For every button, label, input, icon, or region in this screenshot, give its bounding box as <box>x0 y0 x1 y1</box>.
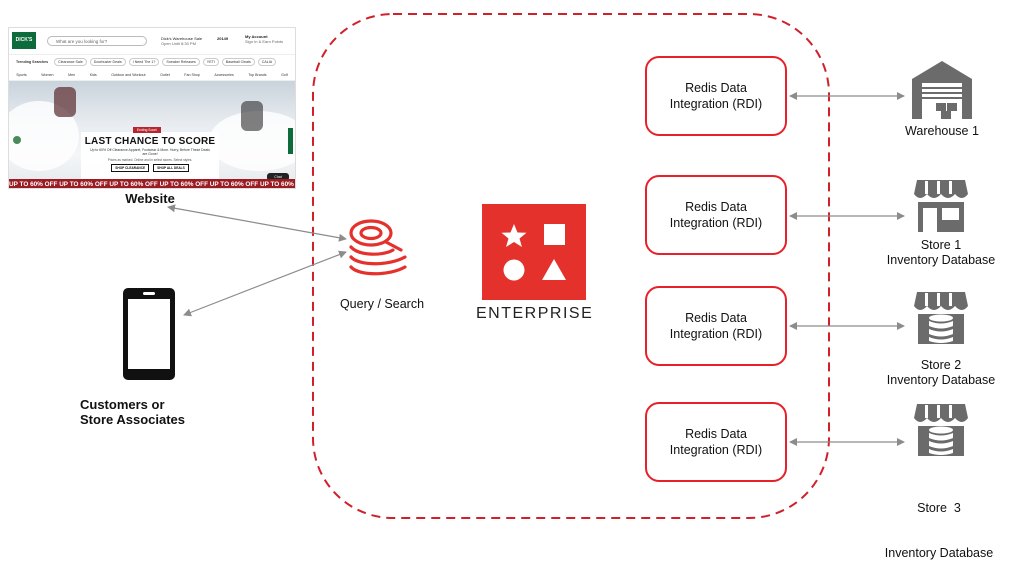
store2-label: Store 2 Inventory Database <box>878 358 1004 388</box>
site-nav-item: Women <box>41 73 54 77</box>
site-pill: Baseball Cleats <box>221 58 255 66</box>
rdi-box-line2: Integration (RDI) <box>669 443 763 457</box>
site-nav-item: Fan Shop <box>184 73 200 77</box>
site-nav-item: Kids <box>89 73 97 77</box>
site-account-title: My Account <box>245 34 268 39</box>
store-database-icon <box>914 404 968 456</box>
site-account-sub: Sign In & Earn Points <box>245 39 284 44</box>
site-promo-badge: Ending Soon! <box>133 127 161 133</box>
customers-label-line1: Customers or <box>80 397 165 412</box>
site-nav-item: Top Brands <box>248 73 267 77</box>
site-pill: Clearance Sale <box>54 58 87 66</box>
website-label: Website <box>125 191 175 206</box>
shapes-icon <box>501 224 566 281</box>
rdi-box-line1: Redis Data <box>685 81 747 95</box>
store3-label: Store 3 Inventory Database <box>876 471 1002 576</box>
store2-label-line1: Store 2 <box>920 358 962 372</box>
query-search-icon <box>349 219 407 276</box>
site-pill: CALIA <box>257 58 277 66</box>
rdi-box-line1: Redis Data <box>685 200 747 214</box>
site-promo-headline: LAST CHANCE TO SCORE <box>84 136 216 147</box>
diagram-connectors <box>167 13 905 519</box>
site-pill: Sneaker Releases <box>162 58 200 66</box>
warehouse-icon <box>912 61 972 119</box>
site-shop-deals-button: SHOP ALL DEALS <box>153 164 189 173</box>
site-nav: Sports Women Men Kids Outdoor and Workou… <box>9 71 295 81</box>
rdi-box-2: Redis Data Integration (RDI) <box>645 175 787 255</box>
rdi-box-3: Redis Data Integration (RDI) <box>645 286 787 366</box>
store3-label-line1: Store 3 <box>917 501 961 515</box>
rdi-box-line2: Integration (RDI) <box>669 97 763 111</box>
site-trending-label: Trending Searches <box>16 60 49 64</box>
store-icon <box>914 180 968 232</box>
site-shop-clearance-button: SHOP CLEARANCE <box>111 164 150 173</box>
store1-label-line2: Inventory Database <box>886 253 996 267</box>
store1-label: Store 1 Inventory Database <box>878 238 1004 268</box>
rdi-box-line2: Integration (RDI) <box>669 216 763 230</box>
store1-label-line1: Store 1 <box>920 238 962 252</box>
rdi-box-4: Redis Data Integration (RDI) <box>645 402 787 482</box>
customers-label: Customers or Store Associates <box>80 397 220 427</box>
site-pill: YETI <box>202 58 219 66</box>
store2-label-line2: Inventory Database <box>886 373 996 387</box>
site-search-input: What are you looking for? <box>47 36 147 46</box>
site-promo-panel: Ending Soon! LAST CHANCE TO SCORE Up to … <box>81 127 219 182</box>
redis-enterprise-logo <box>482 204 586 300</box>
site-pill: I Need The 1? <box>128 58 160 66</box>
site-chat-button: Chat <box>267 173 289 181</box>
store-database-icon <box>914 292 968 344</box>
site-promo-fineprint: Prices as marked. Online and in select s… <box>107 158 193 163</box>
website-screenshot: DICK'S What are you looking for? Dick's … <box>8 27 296 189</box>
redis-cloud-boundary <box>312 13 830 519</box>
site-nav-item: Sports <box>16 73 27 77</box>
site-promo-strip: UP TO 60% OFF UP TO 60% OFF UP TO 60% OF… <box>9 179 295 188</box>
customers-label-line2: Store Associates <box>80 412 186 427</box>
website-query-arrow <box>167 204 347 242</box>
warehouse-label-line1: Warehouse 1 <box>905 124 979 138</box>
site-nav-item: Outlet <box>160 73 170 77</box>
site-nav-item: Accessories <box>214 73 234 77</box>
warehouse-label: Warehouse 1 <box>893 124 991 139</box>
site-side-tab <box>288 128 293 154</box>
site-promo-subhead: Up to 60% Off Clearance Apparel, Footwea… <box>90 148 210 157</box>
customers-query-arrow <box>183 250 347 317</box>
site-nav-item: Outdoor and Workout <box>111 73 146 77</box>
query-search-label: Query / Search <box>339 297 425 311</box>
site-logo: DICK'S <box>12 32 36 49</box>
rdi-box-line1: Redis Data <box>685 427 747 441</box>
site-trending-row: Trending Searches Clearance Sale Doorbus… <box>9 55 295 69</box>
site-header: DICK'S What are you looking for? Dick's … <box>9 28 295 55</box>
rdi-box-line1: Redis Data <box>685 311 747 325</box>
site-nav-item: Men <box>68 73 76 77</box>
site-store-hours: Open Until 8:30 PM <box>161 41 196 46</box>
enterprise-label: ENTERPRISE <box>476 305 594 322</box>
store3-label-line2: Inventory Database <box>884 546 994 560</box>
site-pill: Doorbuster Deals <box>89 58 126 66</box>
rdi-box-1: Redis Data Integration (RDI) <box>645 56 787 136</box>
site-nav-item: Golf <box>281 73 288 77</box>
site-carousel-prev <box>13 136 21 144</box>
site-zip: 20149 <box>217 36 229 41</box>
smartphone-icon <box>123 288 175 380</box>
rdi-box-line2: Integration (RDI) <box>669 327 763 341</box>
site-store-name: Dick's Warehouse Sale <box>161 36 203 41</box>
